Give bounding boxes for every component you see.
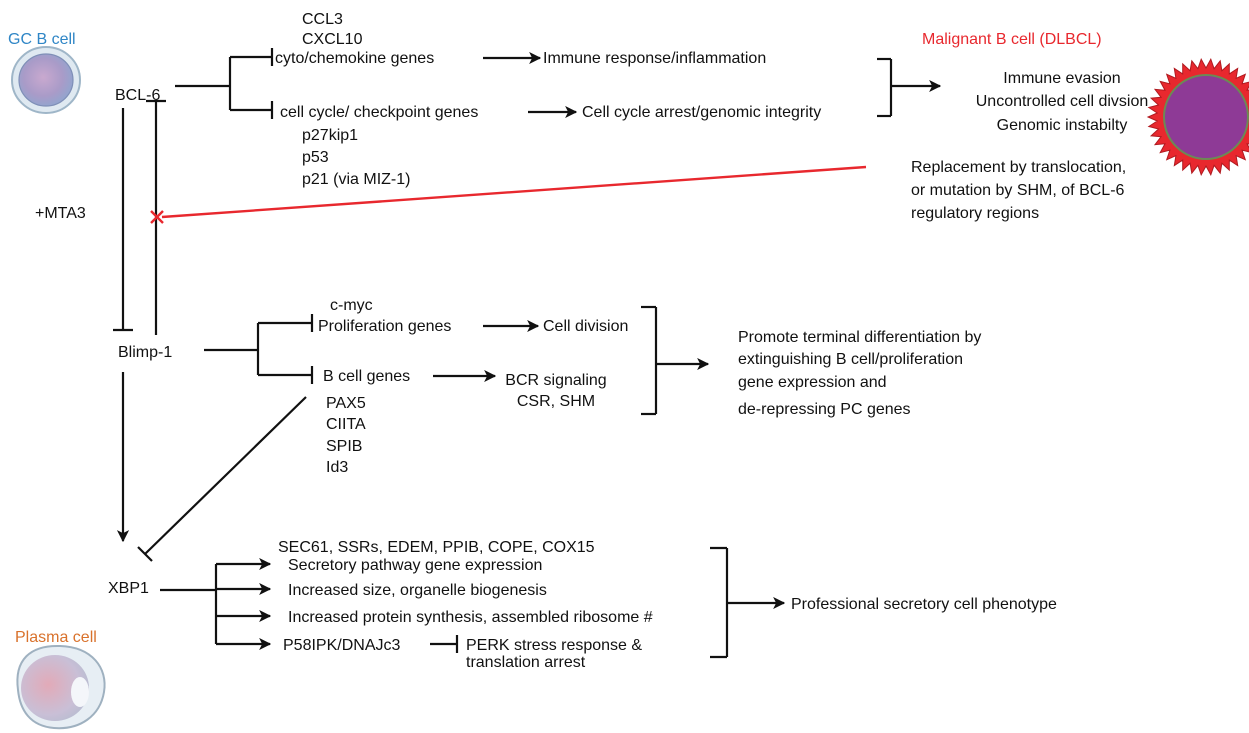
bcr-signaling-outcome: BCR signaling bbox=[505, 372, 606, 389]
summary-line-2: extinguishing B cell/proliferation bbox=[738, 351, 963, 368]
cell-cycle-genes: cell cycle/ checkpoint genes bbox=[280, 104, 478, 121]
secretory-phenotype-outcome: Professional secretory cell phenotype bbox=[791, 596, 1057, 613]
organelle-biogenesis-target: Increased size, organelle biogenesis bbox=[288, 582, 547, 599]
malignant-bracket bbox=[877, 57, 942, 118]
plasma-cell-image bbox=[16, 644, 106, 730]
bcl6-represses-blimp1 bbox=[113, 108, 133, 332]
blimp1-node: Blimp-1 bbox=[118, 344, 172, 361]
c-myc-gene: c-myc bbox=[330, 297, 373, 314]
cyto-chemokine-genes: cyto/chemokine genes bbox=[275, 50, 434, 67]
proliferation-genes: Proliferation genes bbox=[318, 318, 451, 335]
translocation-line bbox=[161, 165, 867, 219]
xbp1-node: XBP1 bbox=[108, 580, 149, 597]
p53-gene: p53 bbox=[302, 149, 329, 166]
immune-response-outcome: Immune response/inflammation bbox=[543, 50, 766, 67]
pax5-gene: PAX5 bbox=[326, 395, 366, 412]
cell-division-outcome: Cell division bbox=[543, 318, 628, 335]
summary-line-4: de-repressing PC genes bbox=[738, 401, 911, 418]
genomic-instability-outcome: Genomic instabilty bbox=[997, 117, 1128, 134]
gc-b-cell-image bbox=[11, 46, 81, 114]
plasma-cell-label: Plasma cell bbox=[15, 629, 97, 646]
translocation-note-line-1: Replacement by translocation, bbox=[911, 159, 1126, 176]
p21-gene: p21 (via MIZ-1) bbox=[302, 171, 410, 188]
bcl6-fork bbox=[175, 48, 274, 119]
xbp1-fork bbox=[160, 557, 272, 651]
translocation-note-line-3: regulatory regions bbox=[911, 205, 1039, 222]
protein-synthesis-target: Increased protein synthesis, assembled r… bbox=[288, 609, 653, 626]
uncontrolled-division-outcome: Uncontrolled cell divsion bbox=[976, 93, 1149, 110]
cxcl10-gene: CXCL10 bbox=[302, 31, 363, 48]
malignant-cell-label: Malignant B cell (DLBCL) bbox=[922, 31, 1102, 48]
block-cross-icon bbox=[150, 210, 164, 224]
id3-gene: Id3 bbox=[326, 459, 348, 476]
secretory-bracket bbox=[710, 546, 786, 659]
p58ipk-target: P58IPK/DNAJc3 bbox=[283, 637, 400, 654]
immune-evasion-outcome: Immune evasion bbox=[1003, 70, 1120, 87]
csr-shm-outcome: CSR, SHM bbox=[517, 393, 595, 410]
ccl3-gene: CCL3 bbox=[302, 11, 343, 28]
translocation-note-line-2: or mutation by SHM, of BCL-6 bbox=[911, 182, 1125, 199]
pax5-represses-xbp1 bbox=[137, 396, 307, 562]
differentiation-bracket bbox=[641, 305, 710, 416]
p27kip1-gene: p27kip1 bbox=[302, 127, 358, 144]
b-cell-genes: B cell genes bbox=[323, 368, 410, 385]
summary-line-1: Promote terminal differentiation by bbox=[738, 329, 981, 346]
secretory-pathway-target: Secretory pathway gene expression bbox=[288, 557, 542, 574]
perk-line-2: translation arrest bbox=[466, 654, 586, 671]
cell-cycle-arrest-outcome: Cell cycle arrest/genomic integrity bbox=[582, 104, 821, 121]
perk-line-1: PERK stress response & bbox=[466, 637, 642, 654]
secretory-example-genes: SEC61, SSRs, EDEM, PPIB, COPE, COX15 bbox=[278, 539, 595, 556]
gc-b-cell-label: GC B cell bbox=[8, 31, 76, 48]
spib-gene: SPIB bbox=[326, 438, 362, 455]
bcl6-node: BCL-6 bbox=[115, 87, 160, 104]
blimp1-fork bbox=[204, 314, 314, 384]
p58ipk-represses-perk bbox=[430, 635, 459, 653]
malignant-cell-image bbox=[1146, 57, 1249, 177]
summary-line-3: gene expression and bbox=[738, 374, 887, 391]
ciita-gene: CIITA bbox=[326, 416, 366, 433]
mta3-label: +MTA3 bbox=[35, 205, 86, 222]
